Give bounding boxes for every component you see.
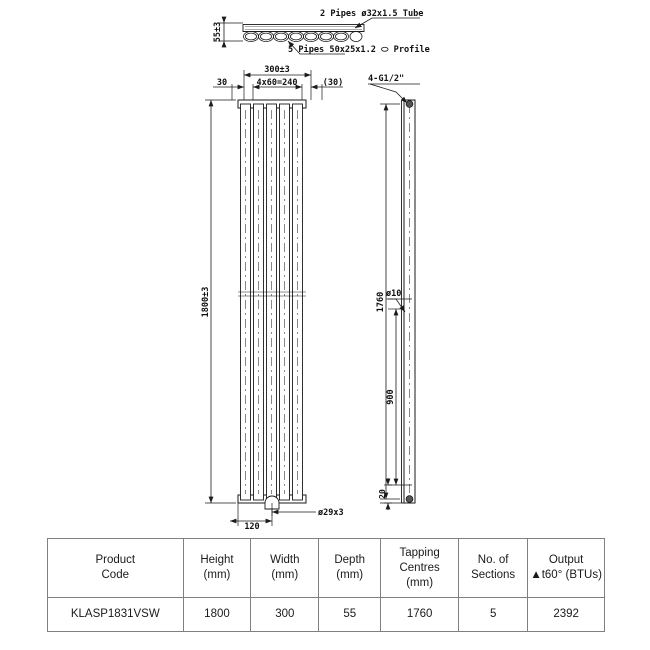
- table-header: Product Code Height (mm) Width (mm) Dept…: [47, 538, 605, 598]
- col-header-no-of-sections-line2: Sections: [471, 569, 516, 581]
- col-header-height-line2: (mm): [203, 569, 231, 581]
- dim-bottom-offset-20: 20: [378, 489, 387, 499]
- col-header-tapping-centres-line2: Centres: [399, 561, 440, 574]
- col-header-depth-line1: Depth: [334, 554, 366, 566]
- note-pipes-tube: 2 Pipes ø32x1.5 Tube: [320, 8, 423, 19]
- col-header-height: Height (mm): [182, 538, 252, 598]
- col-header-tapping-centres: Tapping Centres (mm): [380, 538, 460, 598]
- side-view: [368, 83, 420, 510]
- specification-table: Product Code Height (mm) Width (mm) Dept…: [47, 538, 605, 632]
- front-view-bottom-dimensions: [230, 503, 316, 526]
- dim-left-margin-30: 30: [217, 78, 227, 88]
- col-header-depth-line2: (mm): [336, 569, 364, 581]
- dim-depth-55: 55±3: [213, 22, 223, 42]
- col-header-product-code-line1: Product: [95, 554, 136, 566]
- top-view-section: [218, 16, 420, 55]
- col-header-output-line1: Output: [548, 554, 584, 566]
- col-header-width-line1: Width: [270, 554, 300, 566]
- dim-tapping-centres-1760: 1760: [376, 292, 386, 312]
- cell-output: 2392: [527, 597, 605, 632]
- cell-tapping-centres: 1760: [380, 597, 460, 632]
- cell-height: 1800: [182, 597, 252, 632]
- front-view-top-dimensions: [213, 70, 343, 102]
- front-view-height-dimension: [205, 99, 236, 504]
- col-header-height-line1: Height: [200, 554, 234, 566]
- table-body: KLASP1831VSW 1800 300 55 1760 5 2392: [47, 597, 605, 632]
- col-header-width: Width (mm): [250, 538, 320, 598]
- cell-width: 300: [250, 597, 320, 632]
- col-header-tapping-centres-line1: Tapping: [399, 546, 440, 559]
- col-header-output-line2: ▲t60° (BTUs): [530, 569, 602, 581]
- col-header-no-of-sections: No. of Sections: [458, 538, 529, 598]
- note-tappings: 4-G1/2": [368, 74, 404, 84]
- cell-depth: 55: [318, 597, 382, 632]
- dim-bottom-centres-120: 120: [244, 522, 259, 532]
- dim-right-margin-30: (30): [323, 78, 343, 88]
- col-header-product-code: Product Code: [47, 538, 184, 598]
- col-header-depth: Depth (mm): [318, 538, 382, 598]
- table-header-row: Product Code Height (mm) Width (mm) Dept…: [47, 538, 605, 598]
- dim-valve-height-900: 900: [386, 389, 396, 404]
- dim-hole-dia-10: ø10: [386, 289, 401, 299]
- note-pipes-profile: 5 Pipes 50x25x1.2 ⬭ Profile: [288, 44, 430, 55]
- col-header-width-line2: (mm): [271, 569, 299, 581]
- col-header-product-code-line2: Code: [101, 569, 130, 581]
- col-header-tapping-centres-line3: (mm): [406, 576, 434, 589]
- cell-no-of-sections: 5: [458, 597, 529, 632]
- dim-spacing-4x60: 4x60=240: [257, 78, 298, 88]
- dim-height-1800: 1800±3: [201, 287, 211, 318]
- dim-bottom-pipe-29x3: ø29x3: [318, 508, 344, 518]
- col-header-no-of-sections-line1: No. of: [477, 554, 509, 566]
- front-view-body: [237, 99, 307, 516]
- table-row: KLASP1831VSW 1800 300 55 1760 5 2392: [47, 597, 605, 632]
- dim-width-300: 300±3: [264, 65, 290, 75]
- cell-product-code: KLASP1831VSW: [47, 597, 184, 632]
- col-header-output: Output ▲t60° (BTUs): [527, 538, 605, 598]
